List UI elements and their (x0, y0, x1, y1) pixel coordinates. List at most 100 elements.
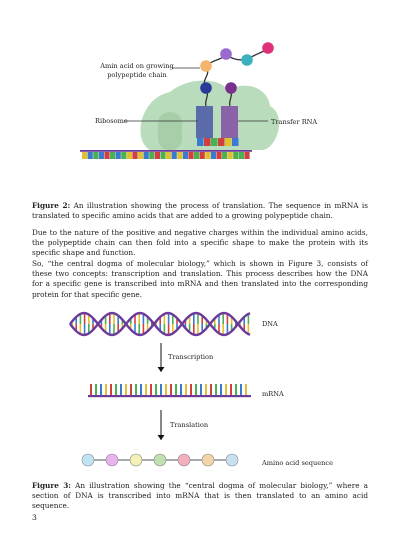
mrna-base (90, 384, 92, 395)
central-dogma-illustration (69, 311, 251, 467)
ribosome-site (158, 112, 182, 150)
mrna-base (165, 384, 167, 395)
mrna-backbone (80, 150, 252, 152)
mrna-base (104, 152, 110, 159)
codon-base (232, 138, 239, 146)
figure-2-caption-text: An illustration showing the process of t… (32, 201, 368, 220)
figure-3-caption-label: Figure 3: (32, 481, 71, 490)
amino-acid (105, 453, 119, 467)
mrna-base (194, 152, 200, 159)
mrna-base (98, 152, 104, 159)
mrna-base (210, 384, 212, 395)
mrna-base (145, 384, 147, 395)
amino-acid-label: Amin acid on growing polypeptide chain (100, 62, 174, 79)
mrna-base (149, 152, 155, 159)
dna-label: DNA (262, 320, 278, 328)
codon-base (204, 138, 211, 146)
mrna-base (87, 152, 93, 159)
mrna-base (121, 152, 127, 159)
mrna-base (240, 384, 242, 395)
codon-base (225, 138, 232, 146)
mrna-base (180, 384, 182, 395)
mrna-base (160, 384, 162, 395)
transcription-label: Transcription (168, 353, 214, 361)
mrna-base (138, 152, 144, 159)
mrna-label: mRNA (262, 390, 284, 398)
trna-purple (221, 106, 238, 138)
mrna-base (205, 152, 211, 159)
amino-acid-bead (200, 82, 212, 94)
trna-blue (196, 106, 213, 138)
mrna-base (140, 384, 142, 395)
codon-base (218, 138, 225, 146)
amino-acid-bead (220, 48, 232, 60)
figure-3: DNA Transcription mRNA Translation Amino… (0, 300, 400, 480)
figure-2: Amin acid on growing polypeptide chain R… (0, 0, 400, 200)
paragraph-1: Due to the nature of the positive and ne… (32, 228, 368, 258)
mrna-base (199, 152, 205, 159)
codon-base (197, 138, 204, 146)
mrna-base (171, 152, 177, 159)
mrna-base (110, 152, 116, 159)
mrna-base (82, 152, 88, 159)
mrna-base (220, 384, 222, 395)
translation-label: Translation (170, 421, 209, 429)
mrna-base (245, 384, 247, 395)
mrna-base (233, 152, 239, 159)
mrna-base (175, 384, 177, 395)
translation-arrow-head (157, 435, 165, 440)
mrna-base (227, 152, 233, 159)
page-number: 3 (32, 513, 37, 522)
mrna-base (95, 384, 97, 395)
amino-acid (225, 453, 239, 467)
mrna-base (182, 152, 188, 159)
amino-acid (153, 453, 167, 467)
transfer-rna-label: Transfer RNA (271, 118, 318, 126)
mrna-base (135, 384, 137, 395)
mrna-base (205, 384, 207, 395)
paragraph-2: So, “the central dogma of molecular biol… (32, 259, 368, 299)
mrna-base (230, 384, 232, 395)
codon-base (211, 138, 218, 146)
mrna-base (222, 152, 228, 159)
amino-acid-bead (241, 54, 253, 66)
mrna-base (200, 384, 202, 395)
dna-strand-2 (69, 311, 251, 337)
mrna-base (132, 152, 138, 159)
amino-acid-bead (200, 60, 212, 72)
figure-3-caption-text: An illustration showing the “central dog… (32, 481, 368, 510)
ribosome-label: Ribosome (95, 117, 128, 125)
mrna-base (110, 384, 112, 395)
mrna-base (100, 384, 102, 395)
amino-acid-bead (262, 42, 274, 54)
mrna-base (130, 384, 132, 395)
mrna-base (188, 152, 194, 159)
figure-3-caption: Figure 3: An illustration showing the “c… (32, 481, 368, 511)
mrna-base (177, 152, 183, 159)
mrna-base (105, 384, 107, 395)
amino-acid-bead (225, 82, 237, 94)
transcription-arrow-head (157, 367, 165, 372)
mrna-base (120, 384, 122, 395)
dna-strand-1 (69, 311, 251, 337)
mrna-base (154, 152, 160, 159)
mrna-base (160, 152, 166, 159)
figure-2-caption: Figure 2: An illustration showing the pr… (32, 201, 368, 221)
mrna-base (225, 384, 227, 395)
amino-acid (177, 453, 191, 467)
mrna-base (115, 152, 121, 159)
mrna-strand (88, 395, 251, 398)
mrna-base (216, 152, 222, 159)
amino-acid-sequence-label: Amino acid sequence (262, 459, 333, 467)
amino-acid (81, 453, 95, 467)
mrna-base (115, 384, 117, 395)
mrna-base (215, 384, 217, 395)
mrna-base (150, 384, 152, 395)
mrna-base (190, 384, 192, 395)
mrna-base (195, 384, 197, 395)
mrna-base (238, 152, 244, 159)
mrna-base (170, 384, 172, 395)
amino-acid (129, 453, 143, 467)
amino-acid (201, 453, 215, 467)
figure-2-caption-label: Figure 2: (32, 201, 71, 210)
